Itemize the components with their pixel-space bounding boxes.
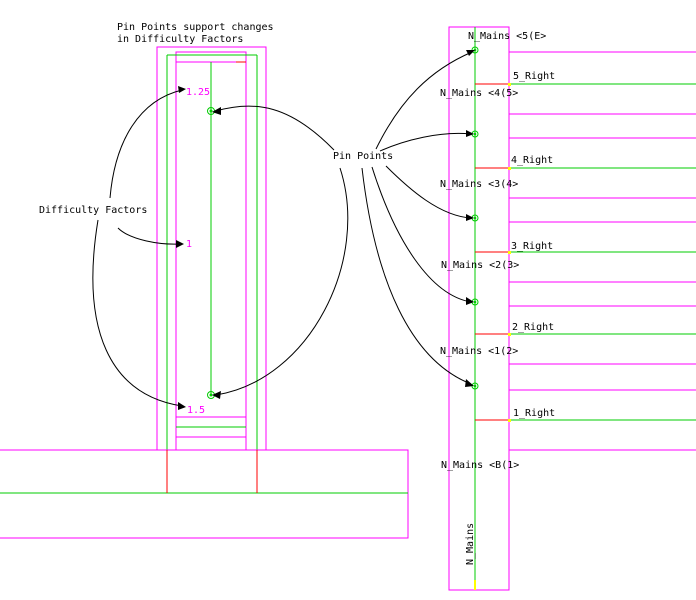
mains-vertical-label: N_Mains <box>465 523 476 565</box>
arrow-to-middle-factor <box>117 227 181 245</box>
right-label-5: 5_Right <box>513 71 555 82</box>
arrow-to-pin-1 <box>361 167 472 385</box>
difficulty-value-top: 1.25 <box>186 87 210 98</box>
mains-label-3: N_Mains <3(4> <box>440 179 518 190</box>
arrowhead <box>466 297 474 305</box>
difficulty-value-middle: 1 <box>186 239 192 250</box>
arrowhead <box>212 391 221 399</box>
arrow-to-bottom-factor <box>92 219 183 407</box>
arrowhead <box>178 402 186 410</box>
right-label-3: 3_Right <box>511 241 553 252</box>
junction-marker <box>508 419 511 422</box>
arrow-to-pin-5 <box>375 51 473 150</box>
difficulty-arrowheads <box>176 86 186 410</box>
mains-label-4: N_Mains <4(5> <box>440 88 518 99</box>
difficulty-value-bottom: 1.5 <box>187 405 205 416</box>
pin-points-label: Pin Points <box>333 151 393 162</box>
pin-point-arrows <box>215 51 473 396</box>
junction-markers <box>508 83 511 422</box>
pin-point-marker-dot <box>473 300 477 304</box>
arrowhead <box>178 86 186 93</box>
arrowhead <box>176 240 184 248</box>
mains-outline <box>448 26 510 591</box>
mains-label-2: N_Mains <2(3> <box>441 260 519 271</box>
pin-point-marker-dot <box>209 109 213 113</box>
arrowhead <box>466 130 474 137</box>
road-outline <box>0 449 409 539</box>
difficulty-factors-label: Difficulty Factors <box>39 205 147 216</box>
pin-point-arrowheads <box>212 50 475 399</box>
header-annotation-line2: in Difficulty Factors <box>117 34 243 45</box>
mains-label-1: N_Mains <1(2> <box>440 346 518 357</box>
right-label-2: 2_Right <box>512 322 554 333</box>
arrow-to-left-pin-top <box>215 105 335 151</box>
arrowhead <box>466 50 475 56</box>
right-main-corridor <box>448 26 510 591</box>
right-label-4: 4_Right <box>511 155 553 166</box>
right-branch-roads <box>475 51 696 451</box>
mains-label-b: N_Mains <B(1> <box>441 460 519 471</box>
arrow-to-pin-2 <box>371 166 472 303</box>
arrow-to-pin-4 <box>379 132 472 152</box>
header-annotation-line1: Pin Points support changes <box>117 22 274 33</box>
pin-point-marker-dot <box>473 216 477 220</box>
arrow-to-top-factor <box>109 89 183 199</box>
junction-marker <box>508 83 511 86</box>
arrow-to-pin-3 <box>385 165 472 219</box>
right-label-1: 1_Right <box>513 408 555 419</box>
arrowhead <box>212 107 221 115</box>
junction-marker <box>508 167 511 170</box>
arrow-to-left-pin-bottom <box>215 167 349 396</box>
junction-marker <box>508 251 511 254</box>
difficulty-arrows <box>92 89 183 407</box>
left-main-road <box>0 449 409 539</box>
mains-label-5: N_Mains <5(E> <box>468 31 546 42</box>
arrowhead <box>465 379 474 387</box>
junction-marker <box>508 333 511 336</box>
pin-point-marker-dot <box>473 132 477 136</box>
arrowhead <box>466 214 474 221</box>
pin-point-marker-dot <box>473 384 477 388</box>
pin-point-marker-dot <box>209 393 213 397</box>
